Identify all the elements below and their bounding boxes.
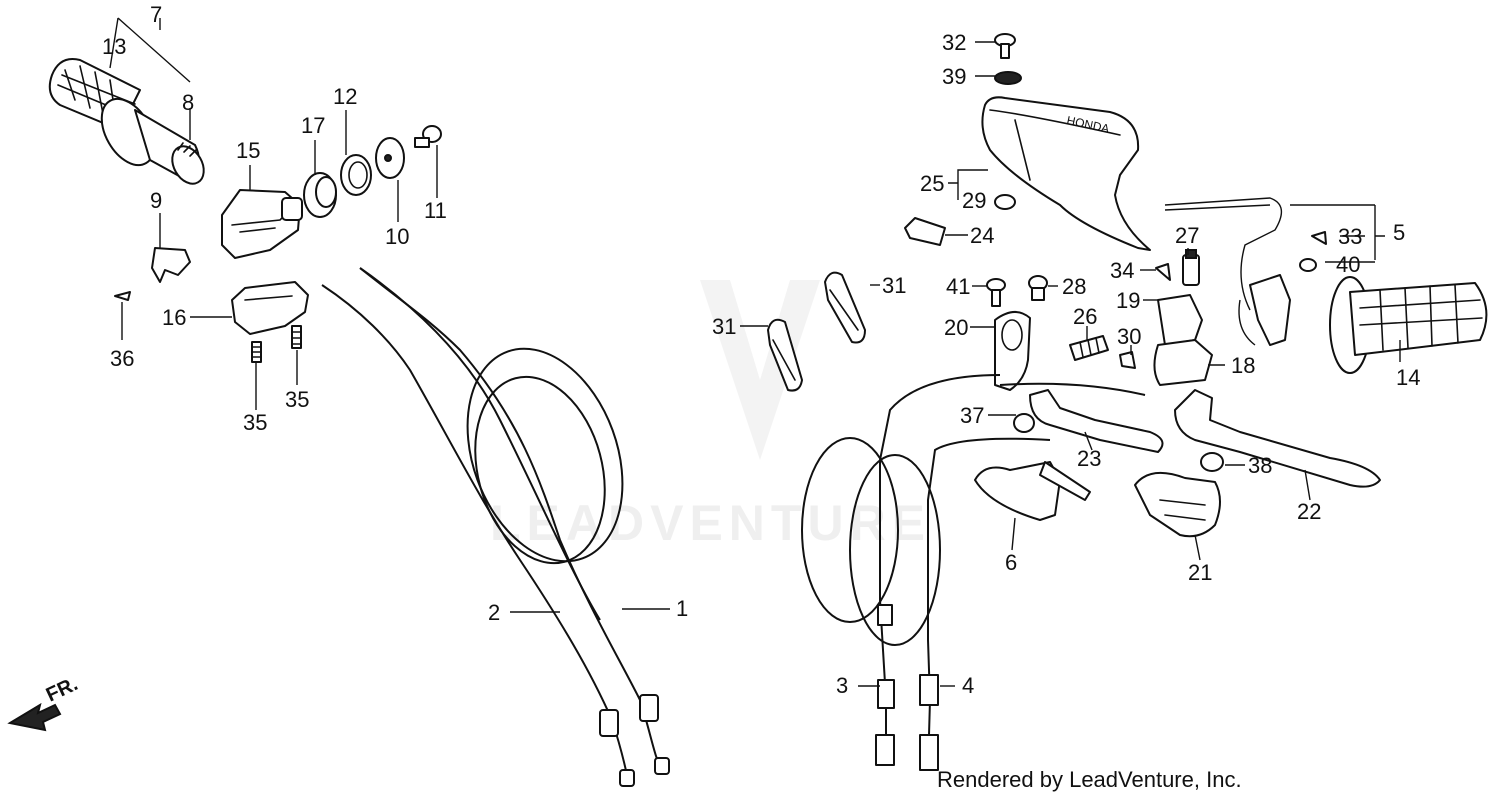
callout-38: 38 [1248,453,1272,478]
bolt-part-11[interactable] [414,125,442,148]
front-direction-marker: FR. [7,673,81,732]
throttle-pipe-part-8[interactable] [91,90,210,189]
front-label: FR. [43,673,81,707]
lever-bracket-part-19[interactable] [1157,294,1203,346]
cable-guide-part-9[interactable] [151,247,191,283]
throttle-cable-part-1[interactable] [359,267,670,775]
callout-26: 26 [1073,304,1097,329]
callout-27: 27 [1175,223,1199,248]
callout-17: 17 [301,113,325,138]
callout-12: 12 [333,84,357,109]
callout-8: 8 [182,90,194,115]
callout-41: 41 [946,274,970,299]
callout-11: 11 [424,198,447,223]
callout-25: 25 [920,171,944,196]
lower-housing-part-16[interactable] [231,281,309,335]
choke-lever-part-6[interactable] [974,461,1091,521]
callout-22: 22 [1297,499,1321,524]
hand-guard-part-25[interactable]: HONDA [981,96,1151,251]
callout-31-a: 31 [882,273,906,298]
cable-part-3[interactable] [801,374,1001,766]
callout-labels: 7 13 8 9 15 16 36 35 35 17 12 10 11 1 2 … [102,2,1420,698]
screw-part-34[interactable] [1155,263,1171,281]
callout-1: 1 [676,596,688,621]
callout-37: 37 [960,403,984,428]
cable-band-part-31-lower[interactable] [767,318,803,392]
cable-part-4[interactable] [849,382,1146,771]
cable-band-part-31-upper[interactable] [824,271,866,344]
callout-4: 4 [962,673,974,698]
callout-24: 24 [970,223,994,248]
screw-part-35-b[interactable] [291,325,302,349]
callout-6: 6 [1005,550,1017,575]
throttle-housing-part-15[interactable] [221,189,303,259]
callout-30: 30 [1117,324,1141,349]
watermark: LEADVENTURE [490,280,931,551]
callout-32: 32 [942,30,966,55]
clip-part-24[interactable] [904,217,946,246]
callout-34: 34 [1110,258,1134,283]
bolt-part-28[interactable] [1028,275,1048,301]
lever-bracket-part-18[interactable] [1153,339,1213,386]
callout-39: 39 [942,64,966,89]
callout-31-b: 31 [712,314,736,339]
nut-part-37[interactable] [1013,413,1035,433]
washer-part-40[interactable] [1299,258,1317,272]
lever-part-23[interactable] [1029,389,1164,453]
callout-19: 19 [1116,288,1140,313]
callout-40: 40 [1336,252,1360,277]
callout-16: 16 [162,305,186,330]
screw-part-35-a[interactable] [251,341,262,363]
callout-2: 2 [488,600,500,625]
callout-20: 20 [944,315,968,340]
washer-part-10[interactable] [375,137,405,179]
watermark-text: LEADVENTURE [490,495,931,551]
nut-part-38[interactable] [1200,452,1224,472]
callout-35-b: 35 [285,387,309,412]
clip-part-30[interactable] [1119,351,1136,369]
callout-36: 36 [110,346,134,371]
credit-text: Rendered by LeadVenture, Inc. [937,767,1242,792]
washer-part-39[interactable] [994,71,1022,85]
callout-14: 14 [1396,365,1420,390]
leader-lines [109,17,1401,687]
callout-7: 7 [150,2,162,27]
callout-18: 18 [1231,353,1255,378]
callout-29: 29 [962,188,986,213]
callout-23: 23 [1077,446,1101,471]
callout-9: 9 [150,188,162,213]
callout-13: 13 [102,34,126,59]
callout-3: 3 [836,673,848,698]
plunger-part-27[interactable] [1182,249,1200,286]
right-grip-part-14[interactable] [1329,276,1488,374]
screw-part-36[interactable] [114,291,131,301]
collar-part-17[interactable] [303,172,337,218]
callout-15: 15 [236,138,260,163]
seal-part-12[interactable] [340,154,372,196]
lever-cover-part-21[interactable] [1134,471,1221,538]
screw-part-33[interactable] [1311,231,1327,245]
callout-5: 5 [1393,220,1405,245]
callout-35-a: 35 [243,410,267,435]
throttle-cable-part-2[interactable] [321,284,635,787]
callout-21: 21 [1188,560,1212,585]
nut-part-29[interactable] [994,194,1016,210]
engine-stop-switch-part-5[interactable] [1164,197,1291,346]
bolt-part-32[interactable] [994,33,1016,59]
lever-part-22[interactable] [1174,389,1381,488]
callout-33: 33 [1338,224,1362,249]
callout-28: 28 [1062,274,1086,299]
lever-holder-part-20[interactable] [994,311,1031,391]
pivot-bolt-part-26[interactable] [1069,335,1109,361]
bolt-part-41[interactable] [986,278,1006,307]
callout-10: 10 [385,224,409,249]
